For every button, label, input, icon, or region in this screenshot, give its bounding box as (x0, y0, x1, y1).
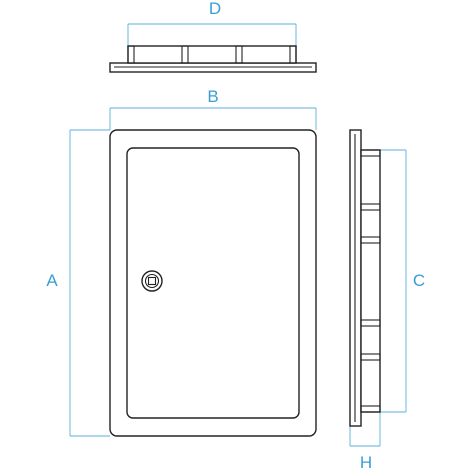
top-view-rib-3 (235, 45, 243, 64)
dimension-label-c: C (413, 271, 425, 290)
top-view: D (109, 0, 317, 73)
side-view-rib-1 (360, 149, 381, 157)
side-view-rib-3 (360, 236, 381, 244)
side-view-rib-6 (360, 405, 381, 413)
side-view-rib-4 (360, 319, 381, 327)
side-view-body (360, 149, 381, 413)
side-view: C H (349, 129, 425, 470)
panel-door (126, 147, 300, 419)
side-view-rib-2 (360, 203, 381, 211)
side-view-rib-5 (360, 353, 381, 361)
dimension-label-h: H (360, 453, 372, 470)
lock-icon (141, 270, 163, 292)
dimension-label-a: A (46, 271, 58, 290)
front-view: B A (46, 87, 317, 437)
dimension-label-b: B (207, 87, 218, 106)
top-view-rib-1 (127, 45, 135, 64)
dimension-label-d: D (209, 0, 221, 18)
top-view-rib-2 (181, 45, 189, 64)
top-view-rib-4 (289, 45, 297, 64)
top-view-body (127, 45, 297, 64)
